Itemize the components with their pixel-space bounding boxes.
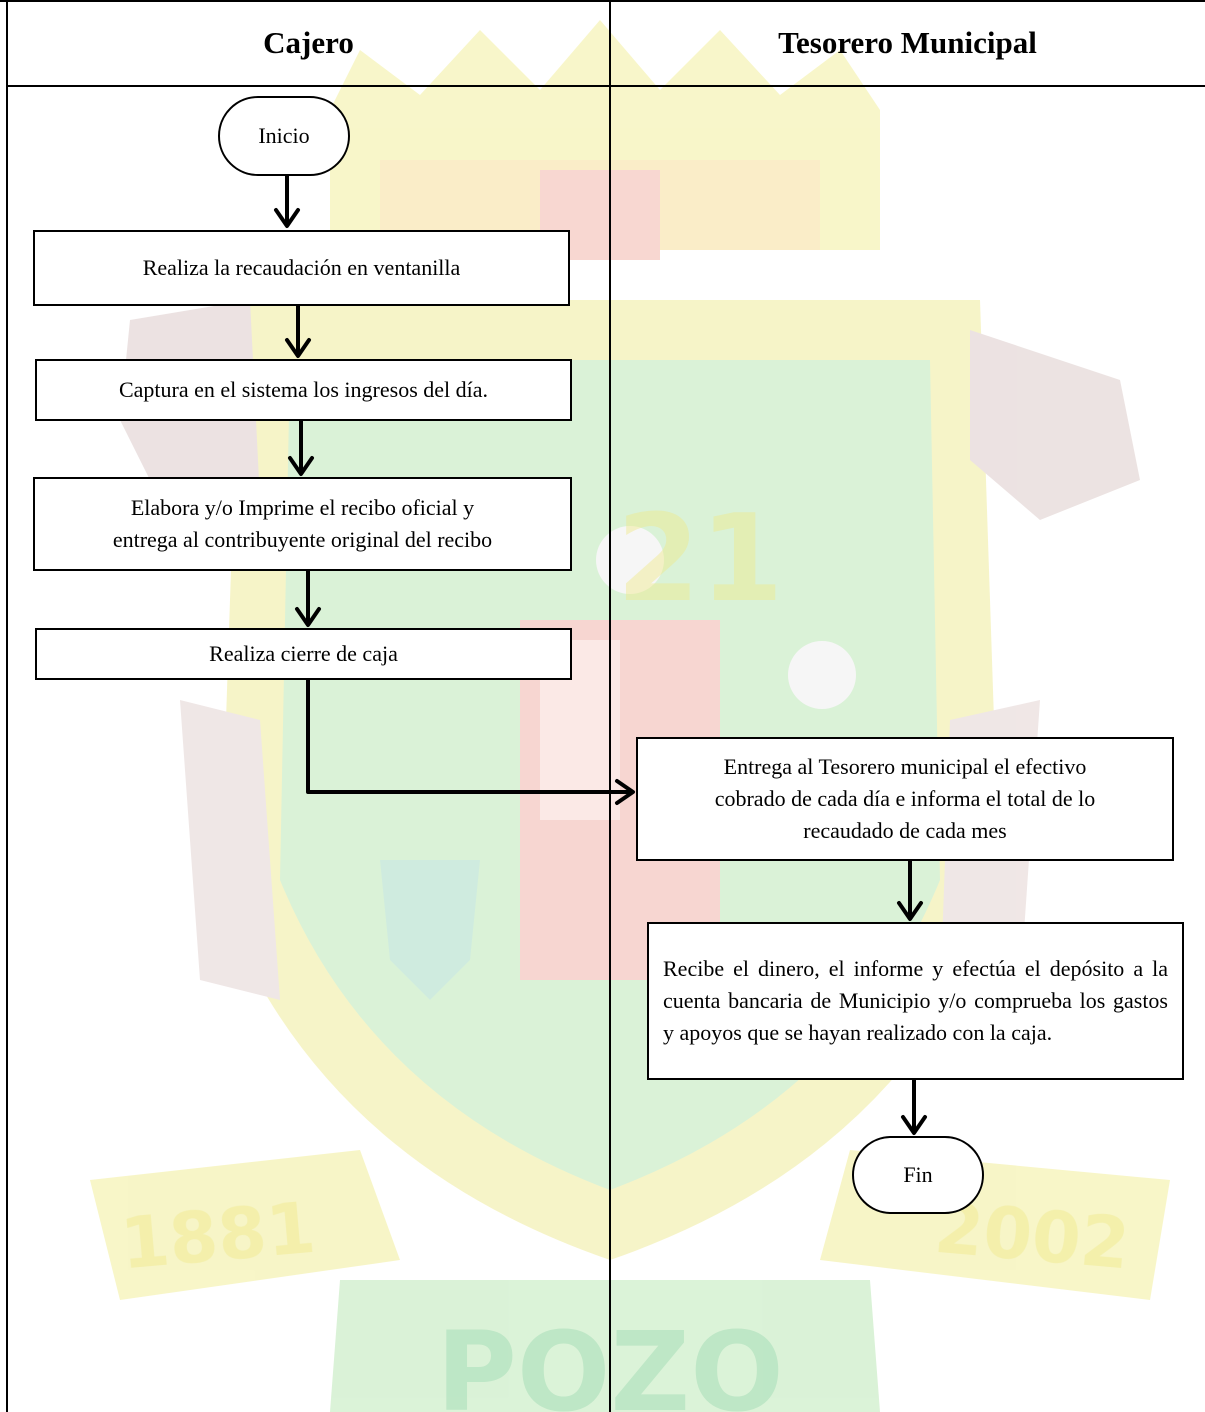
step-deposito: Recibe el dinero, el informe y efectúa e… xyxy=(647,922,1184,1080)
end-terminal: Fin xyxy=(852,1136,984,1214)
watermark-number: 21 xyxy=(617,490,784,629)
lane-header-tesorero: Tesorero Municipal xyxy=(778,25,1037,60)
step-captura: Captura en el sistema los ingresos del d… xyxy=(35,359,572,421)
lane-header-cajero: Cajero xyxy=(263,25,354,60)
step-recibo: Elabora y/o Imprime el recibo oficial y … xyxy=(33,477,572,571)
step-entrega-line-3: recaudado de cada mes xyxy=(803,818,1007,843)
step-cierre: Realiza cierre de caja xyxy=(35,628,572,680)
step-recibo-line-2: entrega al contribuyente original del re… xyxy=(112,527,493,552)
step-recibo-line-1: Elabora y/o Imprime el recibo oficial y xyxy=(130,495,475,520)
start-terminal: Inicio xyxy=(218,96,350,176)
step-recaudacion: Realiza la recaudación en ventanilla xyxy=(33,230,570,306)
step-entrega-line-1: Entrega al Tesorero municipal el efectiv… xyxy=(723,754,1087,779)
watermark-left-year: 1881 xyxy=(117,1187,318,1286)
step-entrega: Entrega al Tesorero municipal el efectiv… xyxy=(636,737,1174,861)
step-entrega-line-2: cobrado de cada día e informa el total d… xyxy=(714,786,1096,811)
